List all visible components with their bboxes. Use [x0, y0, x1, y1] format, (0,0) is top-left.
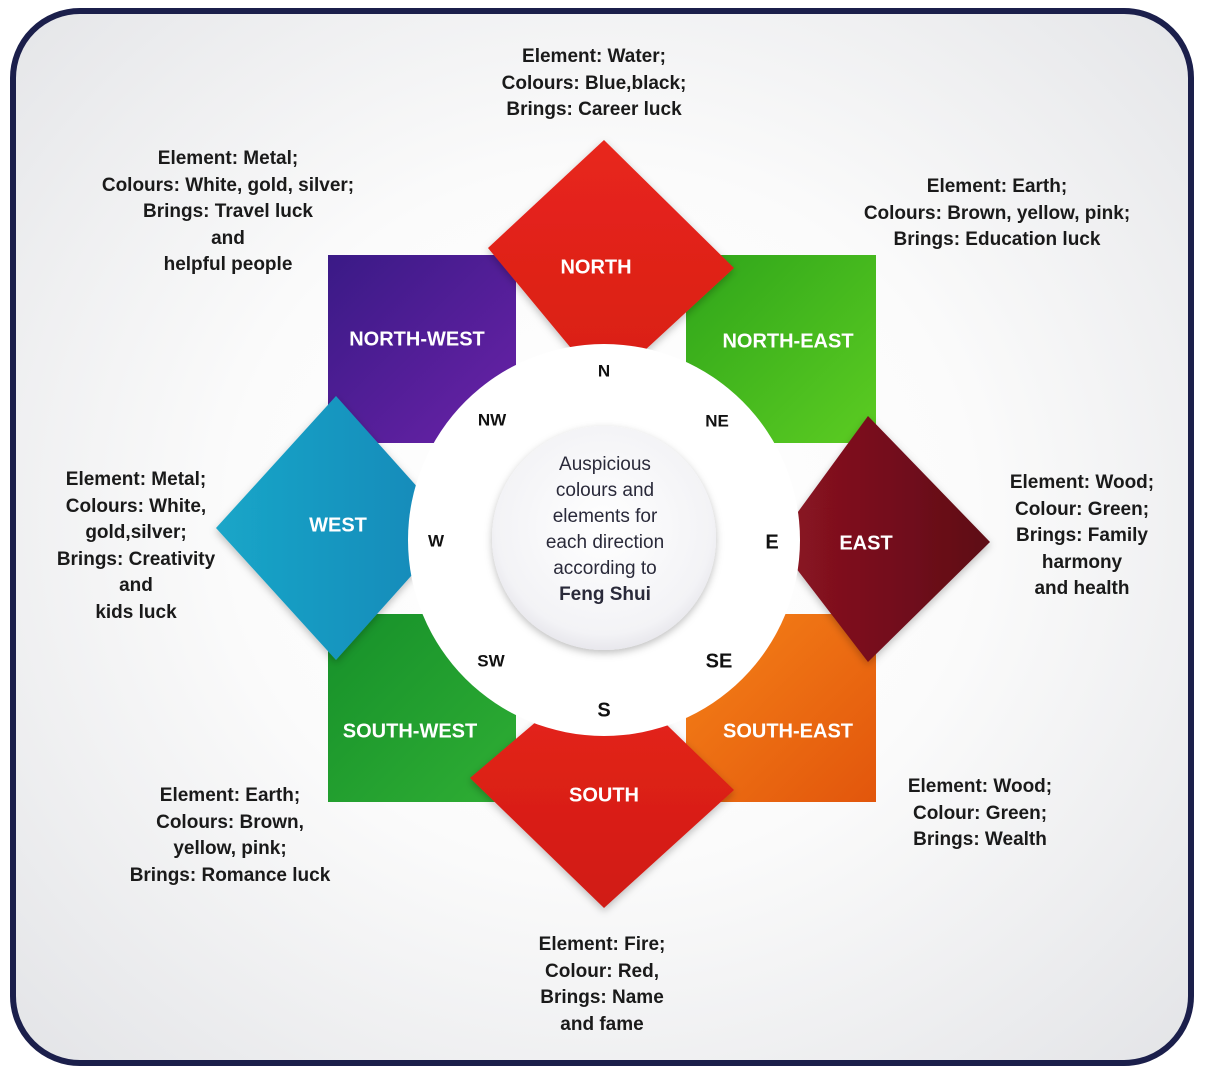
center-line: colours and	[555, 480, 655, 501]
desc-line: Brings: Name	[540, 987, 664, 1008]
tile-north	[488, 140, 734, 388]
center-line: elements for	[552, 506, 658, 527]
desc-line: Brings: Family	[1016, 525, 1148, 546]
desc-south-east: Element: Wood; Colour: Green; Brings: We…	[880, 774, 1080, 854]
tile-east	[776, 416, 990, 662]
label-east: EAST	[839, 532, 892, 554]
desc-line: and	[119, 575, 153, 596]
desc-line: Colour: Red,	[545, 960, 659, 982]
desc-north-west: Element: Metal; Colours: White, gold, si…	[78, 146, 378, 279]
abbr-south-east: SE	[706, 650, 733, 672]
desc-line: Element: Wood;	[1009, 472, 1155, 493]
label-south: SOUTH	[569, 784, 639, 806]
desc-line: Element: Earth;	[926, 176, 1068, 197]
desc-line: Brings: Travel luck	[142, 201, 313, 222]
desc-line: Element: Fire;	[538, 934, 666, 955]
center-line: each direction	[545, 532, 665, 553]
desc-line: Brings: Career luck	[506, 99, 682, 120]
label-west: WEST	[309, 514, 367, 536]
desc-line: and	[211, 227, 245, 249]
tile-south	[470, 664, 734, 908]
label-south-west: SOUTH-WEST	[343, 720, 477, 742]
center-caption: Auspicious colours and elements for each…	[506, 445, 704, 615]
center-line: Auspicious	[559, 454, 651, 475]
desc-line: and fame	[560, 1013, 644, 1035]
desc-line: yellow, pink;	[173, 838, 287, 859]
abbr-north-west: NW	[478, 410, 507, 429]
desc-line: Colours: Brown, yellow, pink;	[863, 202, 1131, 224]
label-south-east: SOUTH-EAST	[723, 720, 853, 742]
desc-line: Brings: Wealth	[913, 829, 1047, 850]
desc-east: Element: Wood; Colour: Green; Brings: Fa…	[992, 470, 1172, 603]
desc-line: Brings: Education luck	[893, 229, 1101, 250]
desc-line: Colour: Green;	[912, 802, 1048, 824]
abbr-north: N	[598, 361, 610, 380]
desc-line: Element: Metal;	[157, 148, 299, 169]
desc-south: Element: Fire; Colour: Red, Brings: Name…	[502, 932, 702, 1038]
label-north-east: NORTH-EAST	[722, 330, 853, 352]
center-line: according to	[553, 558, 657, 579]
desc-line: kids luck	[95, 601, 177, 623]
desc-line: and health	[1034, 578, 1130, 599]
abbr-east: E	[765, 531, 778, 553]
desc-line: Colours: Blue,black;	[501, 72, 687, 94]
desc-line: helpful people	[163, 254, 293, 275]
center-emphasis: Feng Shui	[559, 584, 651, 605]
desc-line: Element: Water;	[522, 46, 666, 67]
abbr-south: S	[597, 699, 610, 721]
tile-west	[216, 396, 454, 660]
label-north-west: NORTH-WEST	[349, 328, 485, 350]
desc-west: Element: Metal; Colours: White, gold,sil…	[36, 467, 236, 626]
desc-line: harmony	[1041, 551, 1123, 573]
compass-center	[492, 426, 716, 650]
desc-line: Brings: Romance luck	[129, 864, 331, 886]
desc-line: Element: Metal;	[65, 469, 207, 490]
desc-line: Colours: White,	[65, 495, 207, 517]
desc-line: Brings: Creativity	[56, 548, 216, 570]
desc-line: Colour: Green;	[1014, 498, 1150, 520]
abbr-south-west: SW	[477, 651, 505, 670]
desc-line: Colours: Brown,	[156, 811, 304, 833]
desc-south-west: Element: Earth; Colours: Brown, yellow, …	[110, 783, 350, 889]
label-north: NORTH	[560, 256, 631, 278]
abbr-north-east: NE	[705, 411, 729, 430]
desc-line: Element: Wood;	[907, 776, 1053, 797]
desc-line: Colours: White, gold, silver;	[101, 174, 355, 196]
desc-north-east: Element: Earth; Colours: Brown, yellow, …	[842, 174, 1152, 254]
abbr-west: W	[428, 531, 445, 550]
desc-line: gold,silver;	[85, 522, 187, 543]
desc-line: Element: Earth;	[159, 785, 301, 806]
desc-north: Element: Water; Colours: Blue,black; Bri…	[474, 44, 714, 124]
